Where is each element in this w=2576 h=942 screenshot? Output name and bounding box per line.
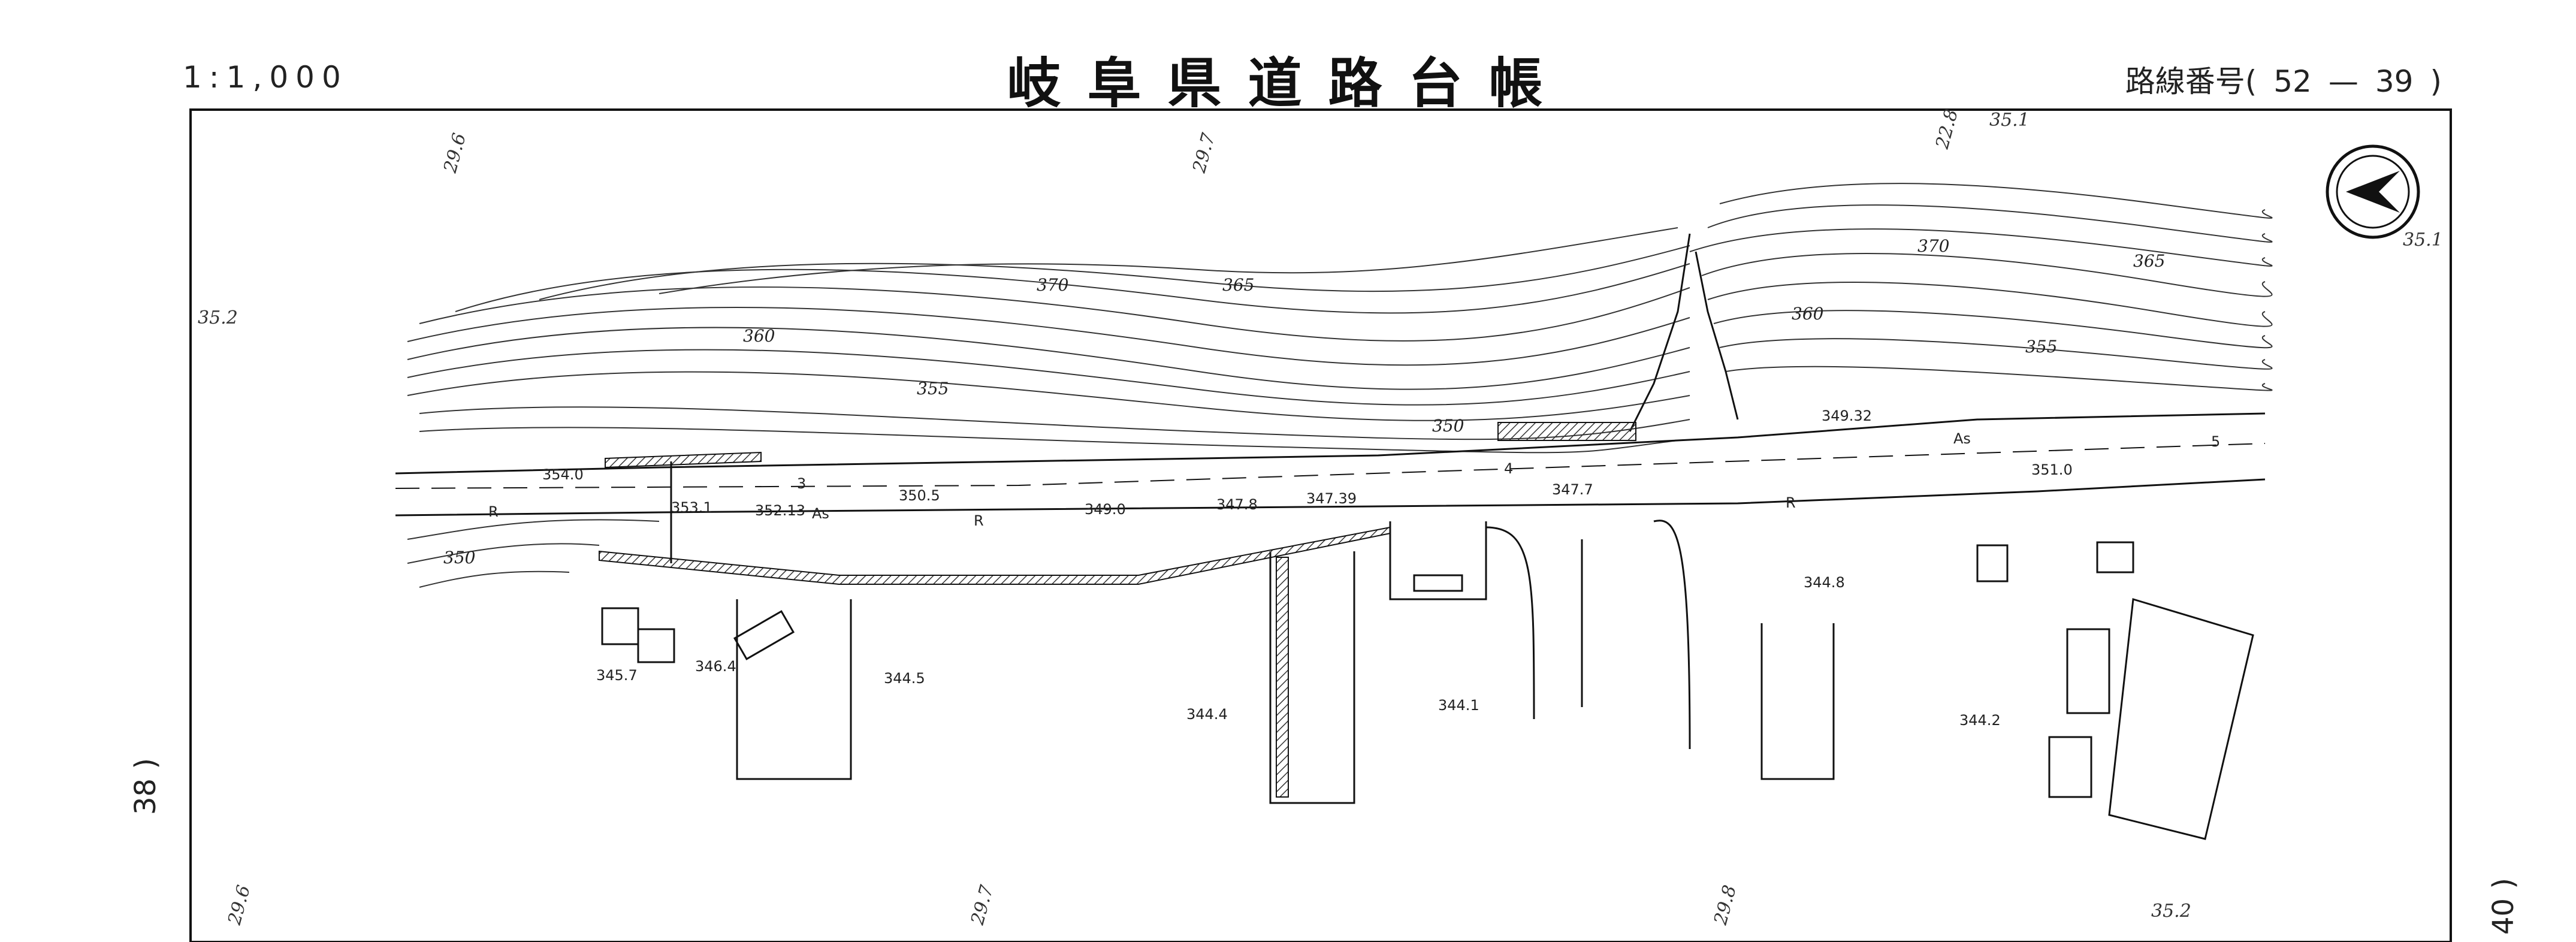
elevation-label: 347.8 — [1216, 496, 1258, 513]
contour-label: 350 — [1432, 416, 1464, 436]
contour-label: 370 — [1917, 236, 1949, 256]
edge-label: 35.1 — [2403, 230, 2443, 250]
elevation-label: 349.0 — [1085, 501, 1126, 518]
edge-label: 22.8 — [1932, 107, 1962, 152]
route-close: ) — [2430, 64, 2442, 99]
contour-label: 355 — [917, 379, 949, 398]
road — [395, 412, 2266, 804]
elevation-label: 345.7 — [596, 667, 638, 684]
elevation-label: 354.0 — [542, 466, 584, 483]
page-title: 岐阜県道路台帳 — [1007, 52, 1569, 115]
contour-label: 370 — [1037, 275, 1068, 295]
elevation-label: 350.5 — [899, 487, 940, 504]
contour-label: 350 — [443, 548, 475, 567]
elevation-label: 344.5 — [884, 670, 925, 687]
edge-label: 29.7 — [967, 883, 998, 928]
route-label: 路線番号( — [2125, 64, 2257, 99]
elevation-label: 344.8 — [1804, 574, 1845, 591]
map-scale: 1:1,000 — [183, 60, 348, 95]
ridge-lines — [1629, 233, 1739, 432]
edge-label: 35.2 — [2151, 901, 2191, 922]
elevation-label: 344.1 — [1438, 697, 1479, 714]
edge-label: 29.8 — [1710, 883, 1741, 928]
surface-label: As — [812, 505, 829, 522]
contour-label: 360 — [743, 326, 775, 346]
elevation-label: 352.13 — [755, 502, 805, 519]
road-mark: R — [1786, 494, 1796, 511]
contour-label: 355 — [2025, 337, 2057, 357]
contour-label: 365 — [1222, 275, 1254, 295]
contour-lines — [407, 183, 2273, 588]
route-number-b: 39 — [2375, 64, 2414, 99]
road-mark: R — [488, 503, 499, 520]
edge-label: 35.2 — [198, 307, 238, 328]
route-dash: — — [2328, 64, 2358, 99]
retaining-walls — [599, 422, 1636, 798]
elevation-label: 347.39 — [1306, 490, 1357, 507]
edge-label: 29.6 — [440, 131, 470, 176]
surface-label: As — [1953, 430, 1971, 447]
contour-label: 360 — [1792, 304, 1823, 324]
elevation-label: 349.32 — [1822, 407, 1872, 424]
station-label: 3 — [797, 475, 806, 492]
route-number: 路線番号( 52 — 39) — [2117, 58, 2450, 101]
elevation-label: 344.2 — [1959, 712, 2001, 729]
edge-label: 29.6 — [224, 883, 255, 928]
edge-label: 29.7 — [1189, 131, 1220, 176]
station-label: 4 — [1504, 460, 1513, 477]
elevation-label: 353.1 — [671, 499, 712, 516]
contour-label: 365 — [2133, 251, 2165, 271]
north-arrow-icon — [2326, 144, 2420, 239]
station-label: 5 — [2211, 433, 2220, 450]
route-number-a: 52 — [2273, 64, 2312, 99]
road-mark: R — [974, 512, 984, 529]
buildings — [601, 541, 2254, 840]
elevation-label: 344.4 — [1186, 706, 1228, 723]
map-frame — [189, 108, 2452, 942]
elevation-label: 347.7 — [1552, 481, 1593, 498]
edge-label: 35.1 — [1989, 110, 2030, 131]
elevation-label: 351.0 — [2031, 461, 2073, 478]
elevation-label: 346.4 — [695, 658, 736, 675]
